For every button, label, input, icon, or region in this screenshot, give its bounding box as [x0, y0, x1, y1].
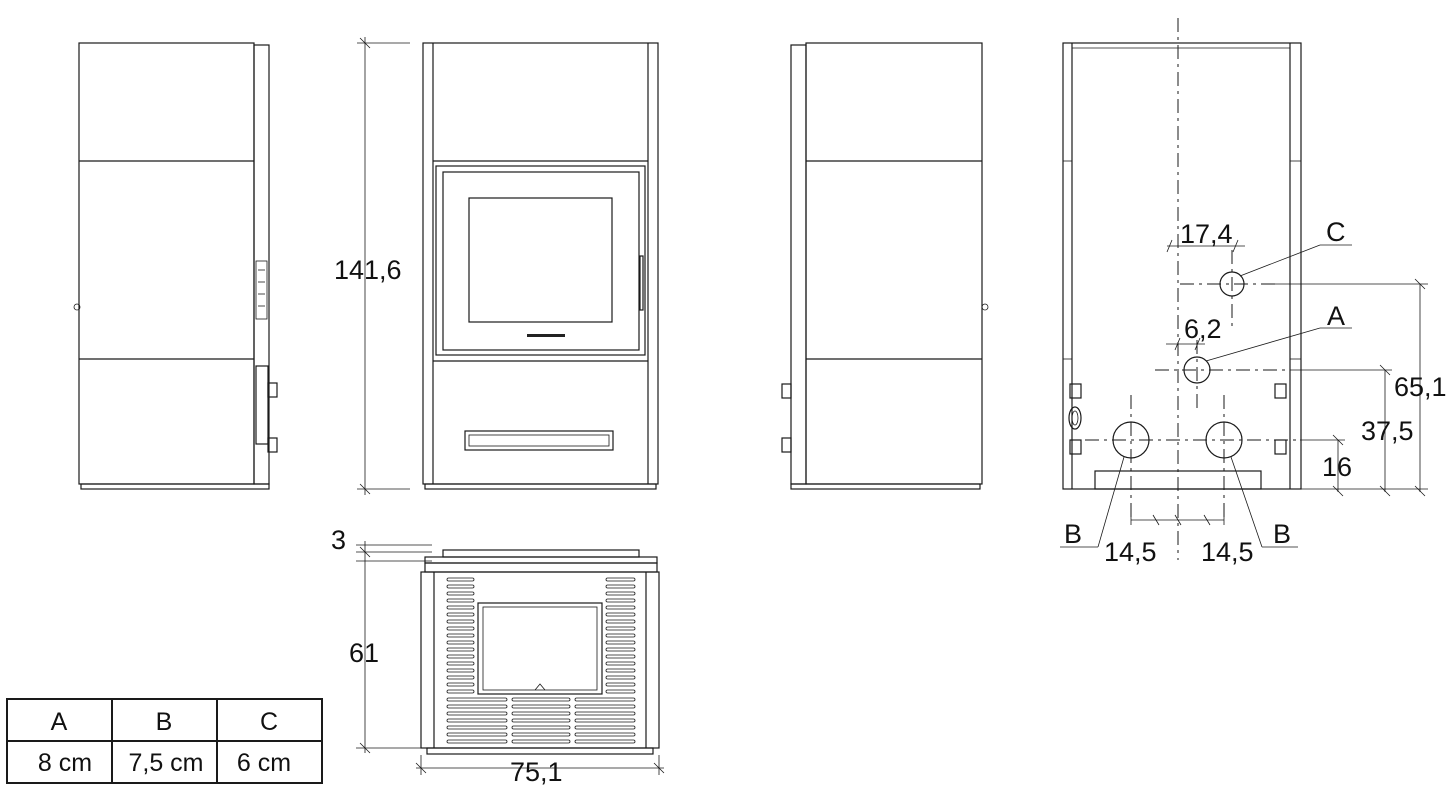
vent-slot	[605, 640, 636, 645]
door-handle	[639, 255, 644, 311]
depth-label: 61	[349, 638, 379, 668]
table-value-a: 8 cm	[38, 749, 92, 777]
vent-slot	[511, 704, 571, 709]
spacing-right-label: 14,5	[1201, 537, 1254, 567]
vent-slots-bottom	[446, 697, 636, 744]
table-header-c: C	[260, 708, 278, 736]
vent-slot	[605, 675, 636, 680]
label-c: C	[1326, 217, 1346, 247]
firebox-top	[477, 602, 603, 695]
vent-slot	[605, 633, 636, 638]
vent-slot	[605, 626, 636, 631]
vent-slot	[446, 689, 475, 694]
vent-slot	[511, 718, 571, 723]
vent-slot	[605, 689, 636, 694]
vent-slot	[605, 668, 636, 673]
vent-slot	[446, 640, 475, 645]
vent-slot	[605, 647, 636, 652]
vent-slot	[605, 605, 636, 610]
vent-slot	[446, 732, 508, 737]
vent-slot	[511, 739, 571, 744]
vent-slot	[446, 647, 475, 652]
height-label: 141,6	[334, 255, 402, 285]
vent-slot	[446, 704, 508, 709]
vent-slot	[574, 718, 636, 723]
vent-slot	[446, 598, 475, 603]
vent-slot	[446, 654, 475, 659]
vent-slot	[446, 661, 475, 666]
vent-slot	[446, 626, 475, 631]
side-knob	[73, 303, 81, 311]
vent-slot	[574, 739, 636, 744]
vent-slot	[605, 619, 636, 624]
height-dimension	[357, 37, 410, 495]
vent-slot	[446, 739, 508, 744]
front-view	[422, 42, 659, 490]
vent-slot	[446, 682, 475, 687]
brand-logo	[527, 334, 565, 337]
vent-slot	[605, 654, 636, 659]
table-header-b: B	[156, 708, 173, 736]
rear-view	[1062, 18, 1302, 560]
right-side-view	[781, 42, 989, 490]
vent-slot	[605, 682, 636, 687]
vent-slot	[446, 619, 475, 624]
height-65-label: 65,1	[1394, 372, 1447, 402]
control-panel	[255, 260, 268, 320]
vent-slot	[511, 711, 571, 716]
vent-slot	[511, 732, 571, 737]
legend-table	[6, 698, 323, 784]
table-header-a: A	[51, 708, 68, 736]
top-offset-label: 3	[331, 525, 346, 555]
vent-slot	[446, 675, 475, 680]
vent-slot	[511, 697, 571, 702]
vent-slot	[446, 605, 475, 610]
left-side-view	[73, 42, 278, 490]
glass-window	[468, 197, 613, 323]
vent-slot	[446, 584, 475, 589]
conn-a-offset-label: 6,2	[1184, 314, 1222, 344]
vent-slot	[574, 704, 636, 709]
vent-slot	[605, 591, 636, 596]
width-label: 75,1	[510, 757, 563, 787]
vent-slot	[574, 732, 636, 737]
conn-c-offset-label: 17,4	[1180, 219, 1233, 249]
top-view	[420, 549, 660, 755]
height-37-label: 37,5	[1361, 416, 1414, 446]
vent-slot	[446, 697, 508, 702]
door-frame	[435, 165, 646, 356]
label-a: A	[1327, 301, 1345, 331]
table-value-b: 7,5 cm	[128, 749, 203, 777]
vent-slot	[574, 711, 636, 716]
height-16-label: 16	[1322, 452, 1352, 482]
vent-slot	[446, 725, 508, 730]
label-b-right: B	[1273, 519, 1291, 549]
vent-slot	[446, 591, 475, 596]
vent-slots-left	[446, 577, 475, 694]
table-value-c: 6 cm	[237, 749, 291, 777]
vent-slot	[446, 668, 475, 673]
vent-slot	[446, 718, 508, 723]
side-door	[255, 365, 269, 445]
vent-slot	[605, 661, 636, 666]
label-b-left: B	[1064, 519, 1082, 549]
vent-slot	[446, 577, 475, 582]
vertical-dimensions	[1270, 278, 1428, 497]
vent-slot	[605, 612, 636, 617]
vent-slot	[574, 725, 636, 730]
vent-slot	[605, 577, 636, 582]
drawer-handle	[464, 430, 614, 451]
vent-slot	[574, 697, 636, 702]
vent-slot	[605, 584, 636, 589]
spacing-left-label: 14,5	[1104, 537, 1157, 567]
vent-slot	[511, 725, 571, 730]
vent-slot	[446, 711, 508, 716]
vent-slot	[446, 612, 475, 617]
vent-slot	[605, 598, 636, 603]
vent-slots-right	[605, 577, 636, 694]
vent-slot	[446, 633, 475, 638]
